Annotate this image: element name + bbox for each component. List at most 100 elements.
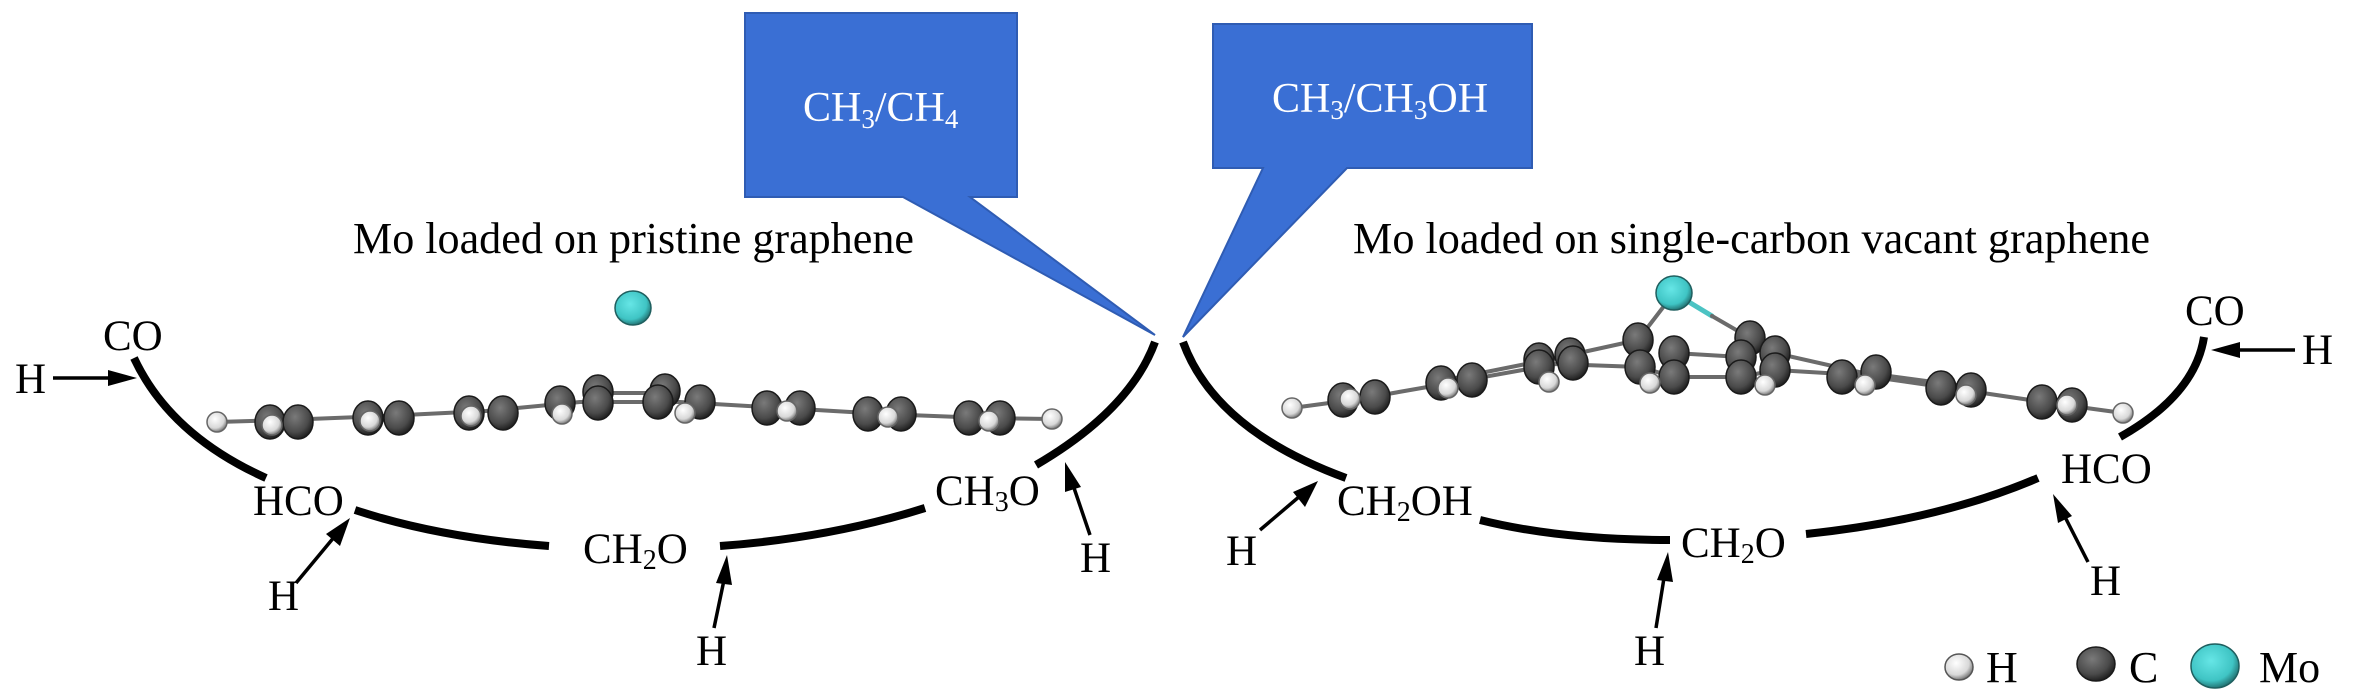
left-reaction-cycle: CO HCO CH2O CH3O H H H H	[15, 313, 1159, 675]
left-carbon-atom	[383, 400, 415, 436]
right-hydrogen-atom	[1538, 371, 1560, 393]
ch2o-right-b: O	[1755, 520, 1786, 567]
arrowhead-h-to-hco-left	[326, 518, 350, 546]
h-input-ch2oh-right: H	[1226, 528, 1257, 575]
right-carbon-atom	[1826, 359, 1858, 395]
h-input-ch2o-left: H	[696, 628, 727, 675]
species-ch2o-left: CH2O	[583, 526, 688, 576]
arrow-h-to-hco-right	[2062, 514, 2090, 563]
right-reaction-cycle: CH2OH CH2O HCO CO H H H H	[1179, 288, 2333, 675]
right-carbon-atom	[1557, 345, 1589, 381]
left-hydrogen-atom	[551, 403, 573, 425]
right-carbon-atom	[1725, 359, 1757, 395]
callout-left-main: CH	[803, 85, 861, 131]
right-molybdenum-atom	[1655, 275, 1693, 311]
left-hydrogen-atom	[1041, 408, 1063, 430]
right-hydrogen-atom	[1754, 374, 1776, 396]
left-hydrogen-atom	[460, 405, 482, 427]
left-hydrogen-atom	[877, 406, 899, 428]
arrowhead-h-to-ch2oh-right	[1293, 481, 1318, 507]
ch2o-left-a: CH	[583, 526, 643, 573]
arrow-h-to-ch2o-right	[1654, 577, 1666, 629]
legend-hydrogen-label: H	[1986, 643, 2018, 692]
h-input-co-right: H	[2302, 327, 2333, 374]
right-carbon-atom	[1925, 370, 1957, 406]
species-ch3o-left: CH3O	[935, 468, 1040, 518]
right-carbon-atom	[1456, 362, 1488, 398]
callout-right-shape	[1182, 23, 1533, 338]
left-molybdenum-atom	[614, 290, 652, 326]
left-hydrogen-atom	[674, 402, 696, 424]
legend-molybdenum-icon	[2190, 643, 2240, 689]
callout-left-mid: /CH	[875, 85, 945, 131]
left-hydrogen-atom	[261, 414, 283, 436]
arrowhead-h-to-co-left	[108, 370, 137, 386]
arrowhead-h-to-co-right	[2211, 342, 2240, 358]
arc-hco-to-ch2o-left	[353, 506, 550, 550]
ch2oh-right-b: OH	[1411, 478, 1473, 525]
callout-right-sub1: 3	[1330, 95, 1344, 125]
callout-left-shape	[744, 12, 1156, 336]
legend-carbon-icon	[2076, 646, 2116, 682]
h-input-co-left: H	[15, 356, 46, 403]
arrow-h-to-ch2o-left	[712, 579, 726, 629]
right-hydrogen-atom	[1281, 397, 1303, 419]
right-hydrogen-atom	[1437, 377, 1459, 399]
left-graphene-structure	[206, 290, 1063, 440]
left-hydrogen-atom	[206, 411, 228, 433]
left-carbon-atom	[582, 385, 614, 421]
legend-carbon-label: C	[2129, 643, 2158, 692]
species-ch2oh-right: CH2OH	[1337, 478, 1473, 528]
left-panel-title: Mo loaded on pristine graphene	[353, 214, 914, 263]
arrowhead-h-to-ch2o-left	[716, 555, 732, 585]
callout-left: CH3/CH4	[744, 12, 1156, 336]
right-hydrogen-atom	[2056, 394, 2078, 416]
right-backbone-bond	[1290, 361, 2125, 415]
ch2oh-right-a: CH	[1337, 478, 1397, 525]
arrowhead-h-to-hco-right	[2053, 494, 2072, 523]
callout-left-sub2: 4	[945, 104, 959, 134]
right-hydrogen-atom	[1339, 388, 1361, 410]
left-hydrogen-atom	[776, 400, 798, 422]
ch3o-left-sub: 3	[995, 487, 1009, 518]
right-graphene-structure	[1281, 275, 2134, 424]
species-co-left: CO	[103, 313, 163, 360]
ch2oh-right-sub: 2	[1397, 497, 1411, 528]
arrowhead-h-to-ch3o-left	[1065, 462, 1081, 492]
callout-right-main: CH	[1272, 76, 1330, 122]
arc-co-to-hco-left	[130, 356, 268, 482]
species-co-right: CO	[2185, 288, 2245, 335]
ch2o-left-b: O	[657, 526, 688, 573]
left-hydrogen-atom	[978, 410, 1000, 432]
arrowhead-h-to-ch2o-right	[1657, 552, 1673, 582]
callout-right-sub2: 3	[1414, 95, 1428, 125]
callout-left-sub1: 3	[861, 104, 875, 134]
right-hydrogen-atom	[1955, 384, 1977, 406]
arrow-h-to-hco-left	[294, 534, 337, 585]
arrow-h-to-ch2oh-right	[1258, 494, 1302, 532]
callout-right-mid: /CH	[1344, 76, 1414, 122]
h-input-hco-right: H	[2090, 558, 2121, 605]
arc-ch2oh-to-ch2o-right	[1479, 516, 1671, 544]
h-input-hco-left: H	[268, 573, 299, 620]
ch2o-right-sub: 2	[1741, 539, 1755, 570]
arc-ch3o-to-product-left	[1033, 340, 1159, 469]
right-hydrogen-atom	[1854, 374, 1876, 396]
arc-product-to-ch2oh-right	[1179, 340, 1348, 482]
arrow-h-to-ch3o-left	[1071, 484, 1092, 536]
arc-ch2o-to-hco-right	[1805, 474, 2040, 538]
h-input-ch3o-left: H	[1080, 535, 1111, 582]
left-carbon-atom	[642, 384, 674, 420]
left-hydrogen-atom	[359, 410, 381, 432]
ch2o-left-sub: 2	[643, 545, 657, 576]
right-hydrogen-atom	[1639, 372, 1661, 394]
legend-molybdenum-label: Mo	[2259, 643, 2320, 692]
right-panel-title: Mo loaded on single-carbon vacant graphe…	[1353, 214, 2150, 263]
species-ch2o-right: CH2O	[1681, 520, 1786, 570]
callout-right: CH3/CH3OH	[1182, 23, 1533, 338]
ch3o-left-a: CH	[935, 468, 995, 515]
h-input-ch2o-right: H	[1634, 628, 1665, 675]
callout-right-tail: OH	[1427, 76, 1488, 122]
left-carbon-atom	[487, 395, 519, 431]
